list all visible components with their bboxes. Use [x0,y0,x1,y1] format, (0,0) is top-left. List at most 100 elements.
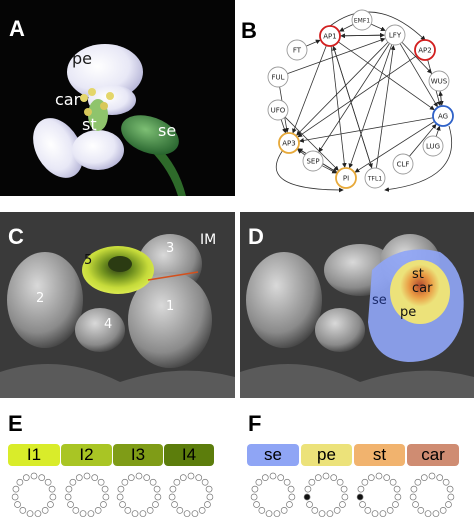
stem [150,146,186,196]
region-label-se: se [372,293,387,308]
ring-node [119,501,126,508]
bar-st-label: st [372,445,387,464]
gene-node-circle [335,167,357,189]
network-edge [337,41,435,111]
panel-d: se st car pe D [240,212,474,398]
ring-node [146,507,154,514]
bar-se-label: se [264,445,282,464]
ring-node [87,510,95,517]
bar-i3: I3 [113,444,163,466]
panel-f-ring-3 [356,472,402,517]
gene-node-ufo: UFO [267,99,289,121]
ring-node [16,478,24,486]
ring-node [447,493,455,501]
gene-node-label: CLF [397,161,410,169]
ring-node [269,472,277,480]
gene-node-tfl1: TFL1 [364,167,386,189]
ring-node [288,493,296,501]
petal-top [67,44,143,100]
gene-node-circle [319,25,341,47]
bar-i1-label: I1 [26,445,42,464]
ring-node [251,485,259,493]
gene-node-label: WUS [431,78,448,86]
gene-node-circle [286,39,308,61]
network-edge [306,39,321,47]
sem-image-d: se st car pe [240,212,474,398]
ring-node [273,510,281,517]
panel-f-bars: se pe st car [247,444,459,466]
ring-node [101,485,109,493]
ring-node [314,474,322,481]
ring-node [286,501,293,508]
ring-node [91,474,99,481]
panel-f-rings [250,472,455,517]
ring-node [94,507,102,514]
ring-node [445,501,452,508]
ring-node [154,493,162,501]
gene-node-circle [422,135,444,157]
panel-e-rings [11,472,214,517]
ring-node [38,474,46,481]
ring-node [389,478,397,486]
ring-node [176,507,184,514]
network-edge [399,43,438,108]
ring-node [250,493,258,501]
network-edge [370,23,386,31]
region-label-st: st [412,267,424,282]
gene-node-lfy: LFY [384,24,406,46]
ring-node [280,507,288,514]
panel-e-ring-3 [116,472,162,517]
gene-node-label: TFL1 [367,176,382,183]
network-loop-bottom-right [384,125,453,192]
primordium-label-5: 5 [84,253,92,268]
gene-node-circle [428,70,450,92]
primordium-2 [7,252,83,348]
bar-i1: I1 [8,444,60,466]
panel-a-label: A [9,16,25,41]
stamen-4 [100,102,108,110]
ring-node [330,474,338,481]
network-edge [339,24,354,32]
region-label-pe: pe [400,305,416,320]
ring-node [386,507,394,514]
ring-node [205,485,213,493]
ring-node [333,507,341,514]
bar-car-label: car [421,445,445,464]
gene-node-label: SEP [306,158,319,166]
ring-node [127,474,135,481]
gene-node-ft: FT [286,39,308,61]
network-edge [318,43,390,153]
gene-node-circle [432,105,454,127]
network-edge [332,45,373,169]
network-edge [297,55,417,138]
ring-node [143,474,151,481]
ring-node [64,493,72,501]
petal-region [390,260,450,324]
gene-node-emf1: EMF1 [351,9,373,31]
primordium-label-1: 1 [166,299,174,314]
gene-node-ap2: AP2 [414,39,436,61]
ring-node [322,472,330,480]
bar-se: se [247,444,299,466]
gene-node-label: FUL [271,74,284,82]
flower-photo: pe car st se [33,44,186,196]
panel-f-ring-2 [303,472,349,517]
network-edge [348,44,393,169]
ring-node [361,478,369,486]
panel-e-ring-2 [64,472,110,517]
primordium-label-4: 4 [104,317,112,332]
sem-image-c: 1 2 3 4 5 IM [0,212,235,398]
panel-e-ring-1 [11,472,57,517]
ring-node [436,474,444,481]
gene-node-circle [267,99,289,121]
gene-node-wus: WUS [428,70,450,92]
label-pe: pe [72,49,92,68]
ring-node [253,501,260,508]
sepal [121,115,179,155]
gene-node-label: LFY [389,32,402,40]
gene-node-label: AG [438,113,448,121]
ring-node [379,510,387,517]
network-edge [409,123,437,157]
network-edge [375,45,396,169]
